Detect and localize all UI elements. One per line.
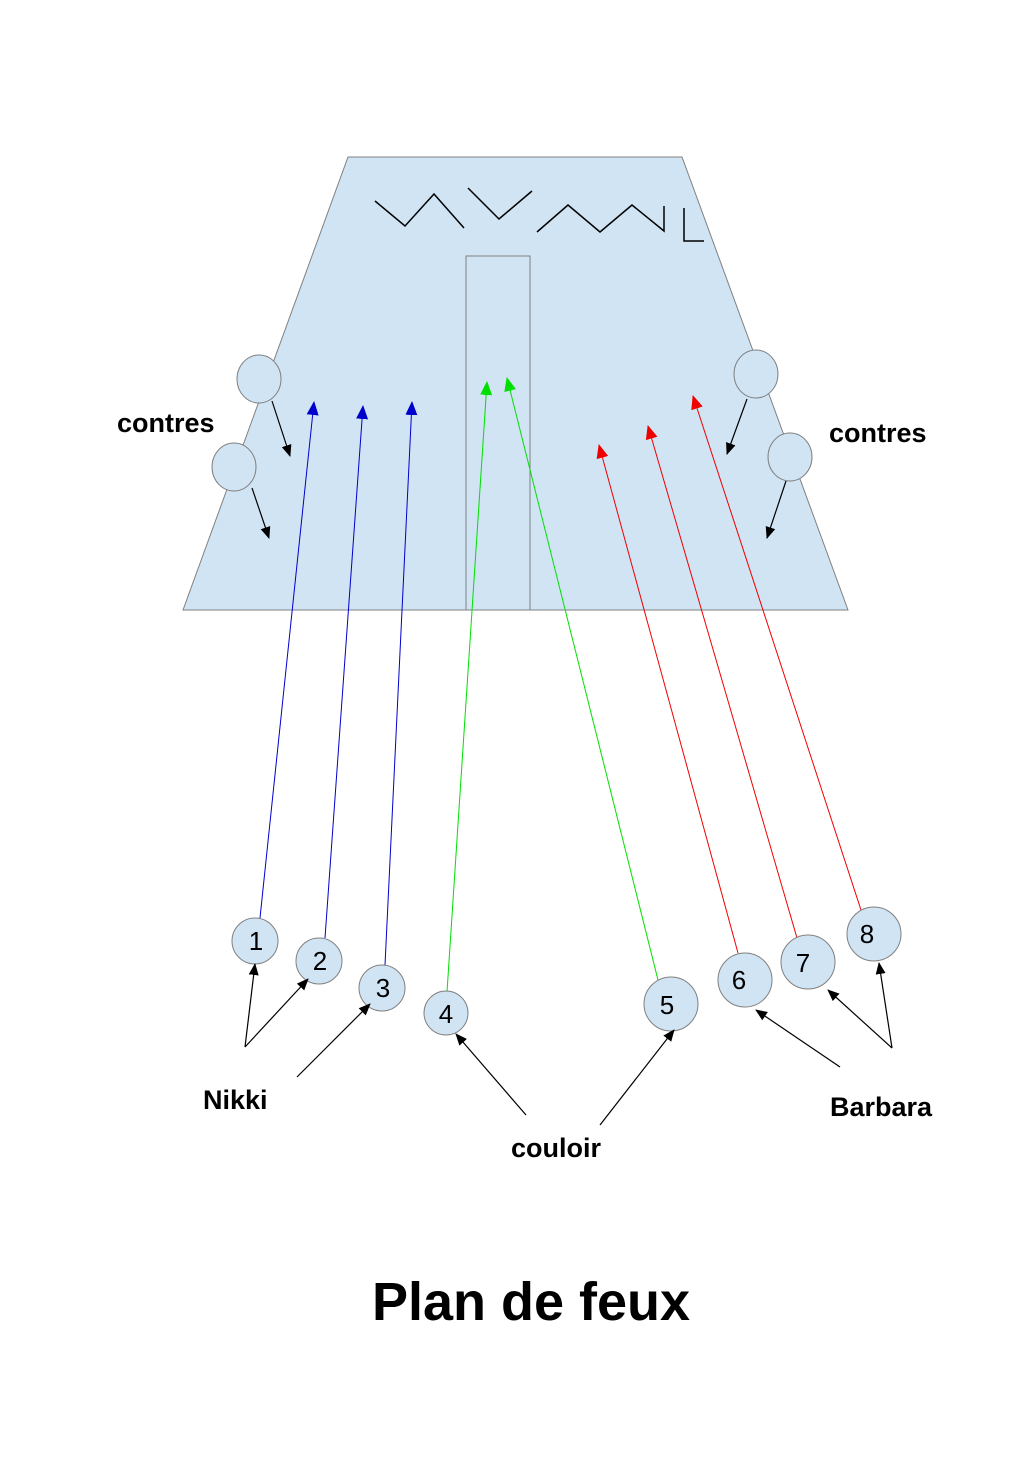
barbara-arrow-6 — [755, 1009, 841, 1068]
nikki-arrow-2 — [244, 978, 309, 1048]
contres-left-group — [211, 354, 292, 539]
light-number: 6 — [732, 965, 746, 995]
contre-light — [767, 432, 813, 482]
light-2: 2 — [295, 937, 343, 985]
label-contres-left: contres — [117, 408, 215, 438]
lights: 1 2 3 4 5 6 7 — [231, 906, 902, 1036]
contre-beam-arrow — [765, 480, 787, 539]
beam-3 — [384, 401, 418, 966]
light-number: 8 — [860, 919, 874, 949]
contre-light — [211, 442, 257, 492]
light-4: 4 — [423, 990, 469, 1036]
contre-beam-arrow — [726, 398, 748, 455]
barbara-arrow-8 — [875, 962, 893, 1049]
contre-light — [733, 349, 779, 399]
label-barbara: Barbara — [830, 1092, 933, 1122]
light-1: 1 — [231, 917, 279, 965]
corridor-rect — [465, 255, 531, 611]
beam-6 — [596, 444, 739, 954]
annotation-arrows — [244, 962, 893, 1126]
contre-beam-arrow — [271, 400, 292, 457]
light-5: 5 — [643, 976, 699, 1032]
page-title: Plan de feux — [372, 1272, 690, 1332]
light-3: 3 — [358, 964, 406, 1012]
label-couloir: couloir — [511, 1133, 601, 1163]
zigzag-right — [536, 204, 665, 233]
nikki-arrow-1 — [244, 963, 259, 1048]
light-beams — [259, 377, 862, 993]
light-number: 1 — [249, 926, 263, 956]
set-elements — [374, 187, 704, 242]
contres-right-group — [726, 349, 813, 539]
contre-beam-arrow — [251, 487, 271, 539]
barbara-arrow-7 — [827, 989, 893, 1049]
beam-5 — [504, 377, 659, 981]
light-number: 7 — [796, 948, 810, 978]
nikki-arrow-3 — [296, 1003, 371, 1078]
couloir-arrow-5 — [599, 1029, 675, 1126]
light-number: 4 — [439, 999, 453, 1029]
label-contres-right: contres — [829, 418, 927, 448]
light-6: 6 — [717, 952, 773, 1008]
label-nikki: Nikki — [203, 1085, 268, 1115]
beam-2 — [324, 405, 369, 939]
zigzag-left — [374, 192, 465, 229]
couloir-arrow-4 — [455, 1033, 527, 1116]
light-number: 2 — [313, 946, 327, 976]
light-7: 7 — [780, 934, 836, 990]
zigzag-center — [467, 187, 533, 221]
light-number: 5 — [660, 990, 674, 1020]
corner-mark — [683, 208, 704, 242]
light-number: 3 — [376, 973, 390, 1003]
beam-8 — [691, 395, 862, 911]
beam-7 — [645, 425, 798, 939]
light-8: 8 — [846, 906, 902, 962]
beam-1 — [259, 401, 319, 919]
beam-4 — [446, 381, 493, 993]
contre-light — [236, 354, 282, 404]
